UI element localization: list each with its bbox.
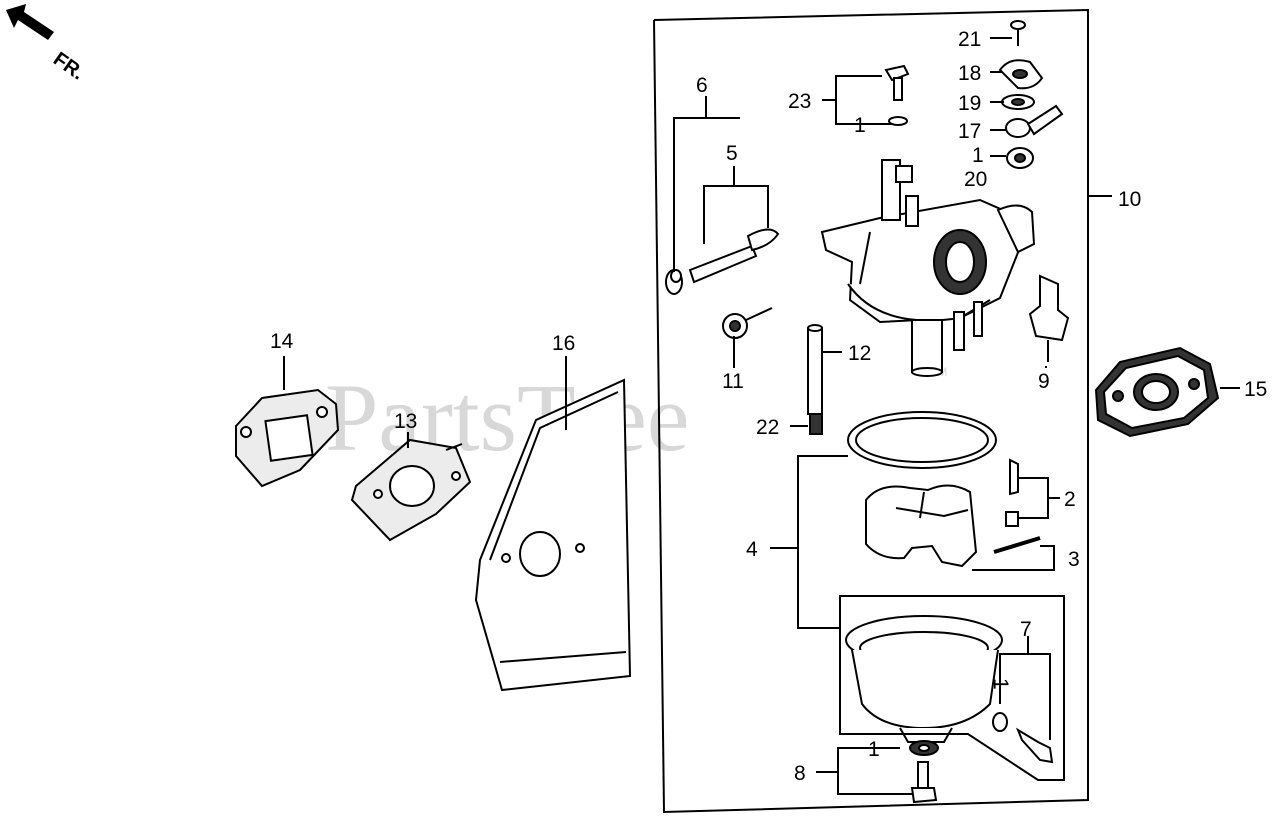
gasket-part-15 bbox=[1094, 346, 1220, 438]
valve-part-9 bbox=[1028, 274, 1070, 362]
lever-part-17 bbox=[1005, 104, 1064, 138]
float-pin-part-3 bbox=[993, 536, 1041, 554]
callout-1-drain: 1 bbox=[868, 738, 880, 761]
callout-6: 6 bbox=[696, 74, 708, 97]
drain-bolt-part-8 bbox=[909, 740, 939, 804]
watermark-text: PartsTree bbox=[325, 364, 689, 471]
callout-3: 3 bbox=[1068, 548, 1080, 571]
callout-2: 2 bbox=[1064, 488, 1076, 511]
screw-part-21 bbox=[1010, 20, 1026, 46]
callout-13: 13 bbox=[394, 410, 417, 433]
float-valve-part-2 bbox=[1005, 458, 1019, 527]
plate-part-16 bbox=[474, 378, 632, 692]
callout-5: 5 bbox=[726, 142, 738, 165]
callout-8: 8 bbox=[794, 762, 806, 785]
callout-7: 7 bbox=[1020, 618, 1032, 641]
screw-part-7 bbox=[992, 712, 1054, 764]
callout-19: 19 bbox=[958, 92, 981, 115]
carburetor-body bbox=[820, 159, 1036, 377]
insulator-part-13 bbox=[350, 438, 472, 542]
callout-20: 20 bbox=[964, 168, 987, 191]
callout-16: 16 bbox=[552, 332, 575, 355]
callout-4: 4 bbox=[746, 538, 758, 561]
callout-1-nut: 1 bbox=[972, 144, 984, 167]
assembly-frame bbox=[653, 8, 1089, 814]
callout-21: 21 bbox=[958, 28, 981, 51]
callout-18: 18 bbox=[958, 62, 981, 85]
leader-lines bbox=[283, 37, 1240, 795]
callout-9: 9 bbox=[1038, 370, 1050, 393]
float-bowl bbox=[845, 615, 1003, 743]
front-label: FR. bbox=[49, 48, 88, 85]
callout-17: 17 bbox=[958, 120, 981, 143]
plate-part-18 bbox=[998, 59, 1044, 90]
nut-part-20 bbox=[1006, 147, 1034, 169]
callout-11: 11 bbox=[722, 370, 744, 393]
pilot-screw-part-5 bbox=[665, 228, 780, 295]
screw-part-11 bbox=[722, 307, 773, 339]
callout-22: 22 bbox=[756, 416, 779, 439]
callout-12: 12 bbox=[848, 342, 871, 365]
gasket-part-14 bbox=[235, 388, 340, 488]
callout-1-bowl: 1 bbox=[989, 678, 1012, 690]
callout-10: 10 bbox=[1118, 188, 1141, 211]
callout-14: 14 bbox=[270, 330, 294, 353]
callout-15: 15 bbox=[1244, 378, 1267, 401]
washer-part-19 bbox=[1001, 94, 1035, 110]
float bbox=[865, 484, 978, 568]
jet-part-22 bbox=[809, 413, 823, 435]
screw-part-23 bbox=[884, 64, 910, 126]
nozzle-part-12 bbox=[807, 324, 823, 415]
callout-1-washer: 1 bbox=[854, 114, 866, 137]
o-ring bbox=[847, 411, 997, 469]
front-arrow-icon bbox=[6, 4, 54, 40]
callout-23: 23 bbox=[788, 90, 811, 113]
